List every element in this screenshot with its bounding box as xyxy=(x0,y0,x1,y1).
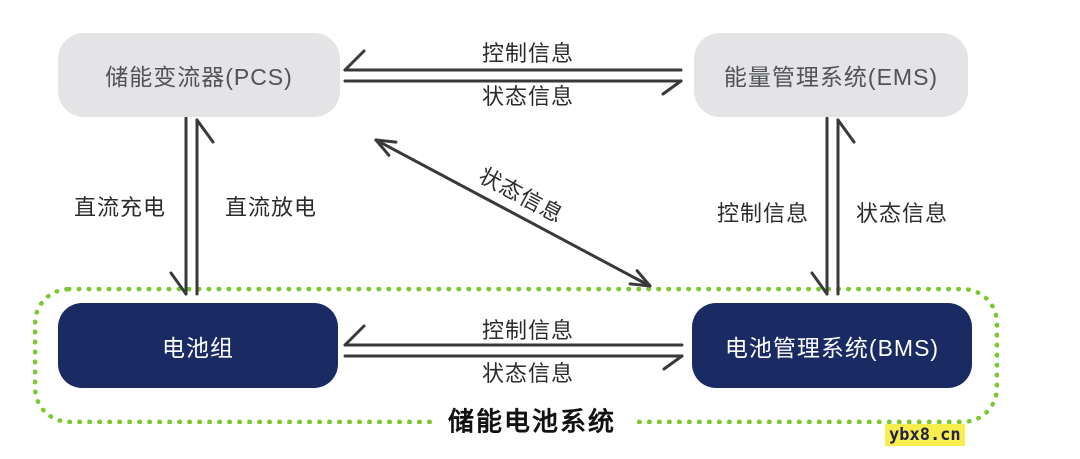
bms-node: 电池管理系统(BMS) xyxy=(692,303,972,388)
ems-node: 能量管理系统(EMS) xyxy=(694,33,968,117)
label-dc-charge: 直流充电 xyxy=(73,195,167,220)
pcs-node: 储能变流器(PCS) xyxy=(58,33,340,117)
bms-node-label: 电池管理系统(BMS) xyxy=(724,334,940,361)
pcs-node-label: 储能变流器(PCS) xyxy=(105,64,293,90)
label-control-info-top: 控制信息 xyxy=(481,41,575,66)
arrow-ems-to-bms xyxy=(810,116,829,296)
label-status-info-top: 状态信息 xyxy=(481,84,575,109)
arrow-bms-to-ems xyxy=(836,118,856,296)
battery-pack-node: 电池组 xyxy=(58,303,338,388)
ems-node-label: 能量管理系统(EMS) xyxy=(723,64,939,90)
label-status-info-right: 状态信息 xyxy=(855,201,949,226)
battery-pack-node-label: 电池组 xyxy=(162,334,234,361)
arrow-ems-to-pcs xyxy=(343,49,683,72)
label-status-info-bottom: 状态信息 xyxy=(481,361,575,386)
arrow-battery-to-bms xyxy=(343,354,684,371)
watermark-text: ybx8.cn xyxy=(885,424,965,446)
arrow-pcs-to-ems xyxy=(343,79,683,96)
storage-battery-system-label: 储能电池系统 xyxy=(431,399,633,441)
label-control-info-bottom: 控制信息 xyxy=(481,318,575,343)
arrow-bms-to-battery xyxy=(343,324,684,347)
arrow-pcs-to-battery xyxy=(169,116,188,296)
label-dc-discharge: 直流放电 xyxy=(224,195,318,220)
label-control-info-right: 控制信息 xyxy=(716,201,810,226)
arrow-battery-to-pcs xyxy=(195,118,215,296)
arrow-bms-pcs-diagonal xyxy=(374,138,652,288)
